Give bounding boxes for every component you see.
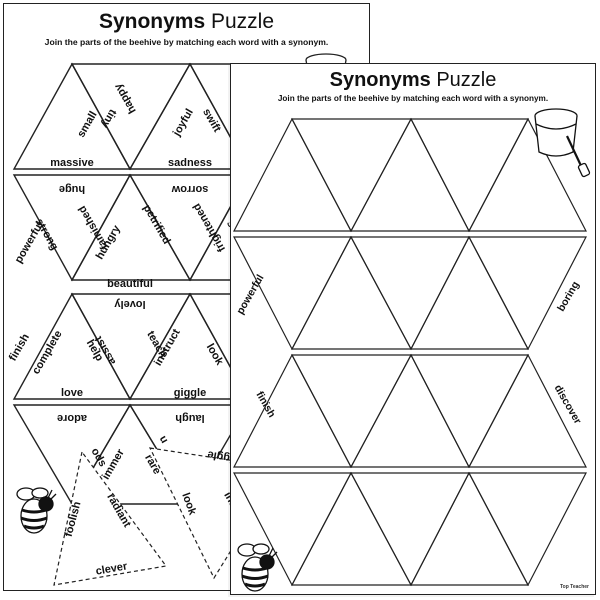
back-word: sorrow xyxy=(171,183,208,195)
back-word: joyful xyxy=(170,107,196,139)
front-worksheet: Synonyms Puzzle Join the parts of the be… xyxy=(230,63,596,595)
back-word: u xyxy=(157,434,171,446)
front-title: Synonyms Puzzle xyxy=(329,69,497,91)
puzzle-slot xyxy=(291,118,413,233)
back-word: massive xyxy=(50,157,93,169)
back-instructions: Join the parts of the beehive by matchin… xyxy=(44,37,329,47)
back-word: powerful xyxy=(13,220,46,266)
brand-logo: Top Teacher xyxy=(560,584,589,590)
puzzle-slot xyxy=(233,117,352,232)
back-title: Synonyms Puzzle xyxy=(98,10,275,33)
front-word: powerful xyxy=(234,272,266,316)
back-word: finish xyxy=(7,332,32,364)
puzzle-slot xyxy=(468,117,587,232)
back-word: lovely xyxy=(114,298,146,310)
bee-icon xyxy=(16,487,57,534)
back-word: swift xyxy=(200,107,223,135)
back-word: adore xyxy=(57,412,87,424)
back-word: look xyxy=(204,342,226,368)
puzzle-slot xyxy=(349,472,470,587)
puzzle-slot xyxy=(410,354,529,469)
front-puzzle-grid: powerful boring finish discover xyxy=(233,108,591,592)
puzzle-slot xyxy=(468,236,587,351)
puzzle-slot xyxy=(410,118,529,233)
back-word: tiny xyxy=(98,107,119,131)
back-word: complete xyxy=(30,329,65,377)
back-word: love xyxy=(61,387,83,399)
puzzle-slot xyxy=(233,353,352,468)
puzzle-slot xyxy=(291,354,413,469)
puzzle-slot xyxy=(349,117,470,232)
puzzle-slot xyxy=(410,235,529,350)
puzzle-slot xyxy=(410,471,529,586)
puzzle-slot xyxy=(349,236,470,351)
front-word: boring xyxy=(555,279,582,313)
back-word: giggle xyxy=(174,387,206,399)
back-word: huge xyxy=(59,183,85,195)
back-word: laugh xyxy=(175,412,205,424)
back-word: rare xyxy=(142,452,163,476)
puzzle-slot xyxy=(468,353,587,468)
back-word: small xyxy=(75,109,99,139)
front-instructions: Join the parts of the beehive by matchin… xyxy=(277,94,549,103)
back-word: sadness xyxy=(168,157,212,169)
honey-pot-icon xyxy=(534,108,591,178)
front-word: discover xyxy=(552,383,584,426)
bee-icon xyxy=(237,543,278,592)
front-word: finish xyxy=(253,389,277,419)
puzzle-slot xyxy=(291,235,413,350)
back-word: beautiful xyxy=(107,278,153,290)
puzzle-slot xyxy=(291,471,413,586)
puzzle-slot xyxy=(468,472,587,587)
back-word: petrified xyxy=(141,203,173,247)
puzzle-slot xyxy=(349,353,470,468)
